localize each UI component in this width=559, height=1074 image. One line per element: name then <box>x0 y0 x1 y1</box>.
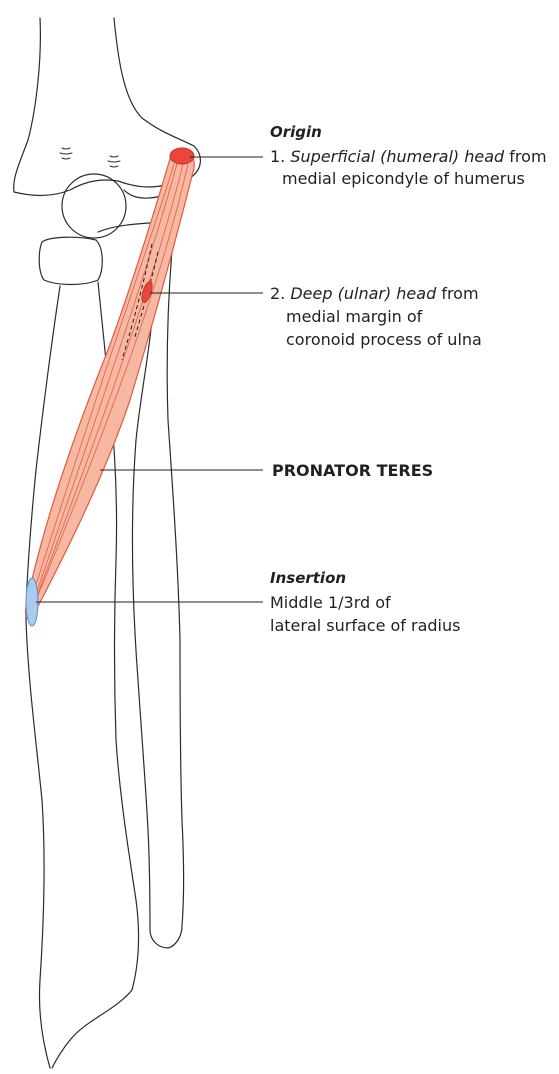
deep-head-line2: medial margin of <box>286 306 422 327</box>
insertion-line2: lateral surface of radius <box>270 615 460 636</box>
superficial-from: from <box>504 147 546 166</box>
superficial-origin-marker <box>170 148 194 164</box>
superficial-number: 1. <box>270 147 285 166</box>
insertion-heading: Insertion <box>270 568 346 589</box>
superficial-head-term: Superficial (humeral) head <box>290 147 504 166</box>
superficial-head-line1: 1. Superficial (humeral) head from <box>270 146 547 167</box>
muscle-label: PRONATOR TERES <box>272 460 433 481</box>
origin-heading: Origin <box>270 122 322 143</box>
deep-head-line3: coronoid process of ulna <box>286 329 482 350</box>
superficial-head-line2: medial epicondyle of humerus <box>282 168 525 189</box>
deep-head-line1: 2. Deep (ulnar) head from <box>270 283 479 304</box>
deep-from: from <box>436 284 478 303</box>
deep-head-term: Deep (ulnar) head <box>290 284 436 303</box>
insertion-line1: Middle 1/3rd of <box>270 592 391 613</box>
radius-head <box>39 237 102 284</box>
capitulum <box>62 174 126 238</box>
deep-number: 2. <box>270 284 285 303</box>
pronator-teres-muscle <box>26 151 195 619</box>
